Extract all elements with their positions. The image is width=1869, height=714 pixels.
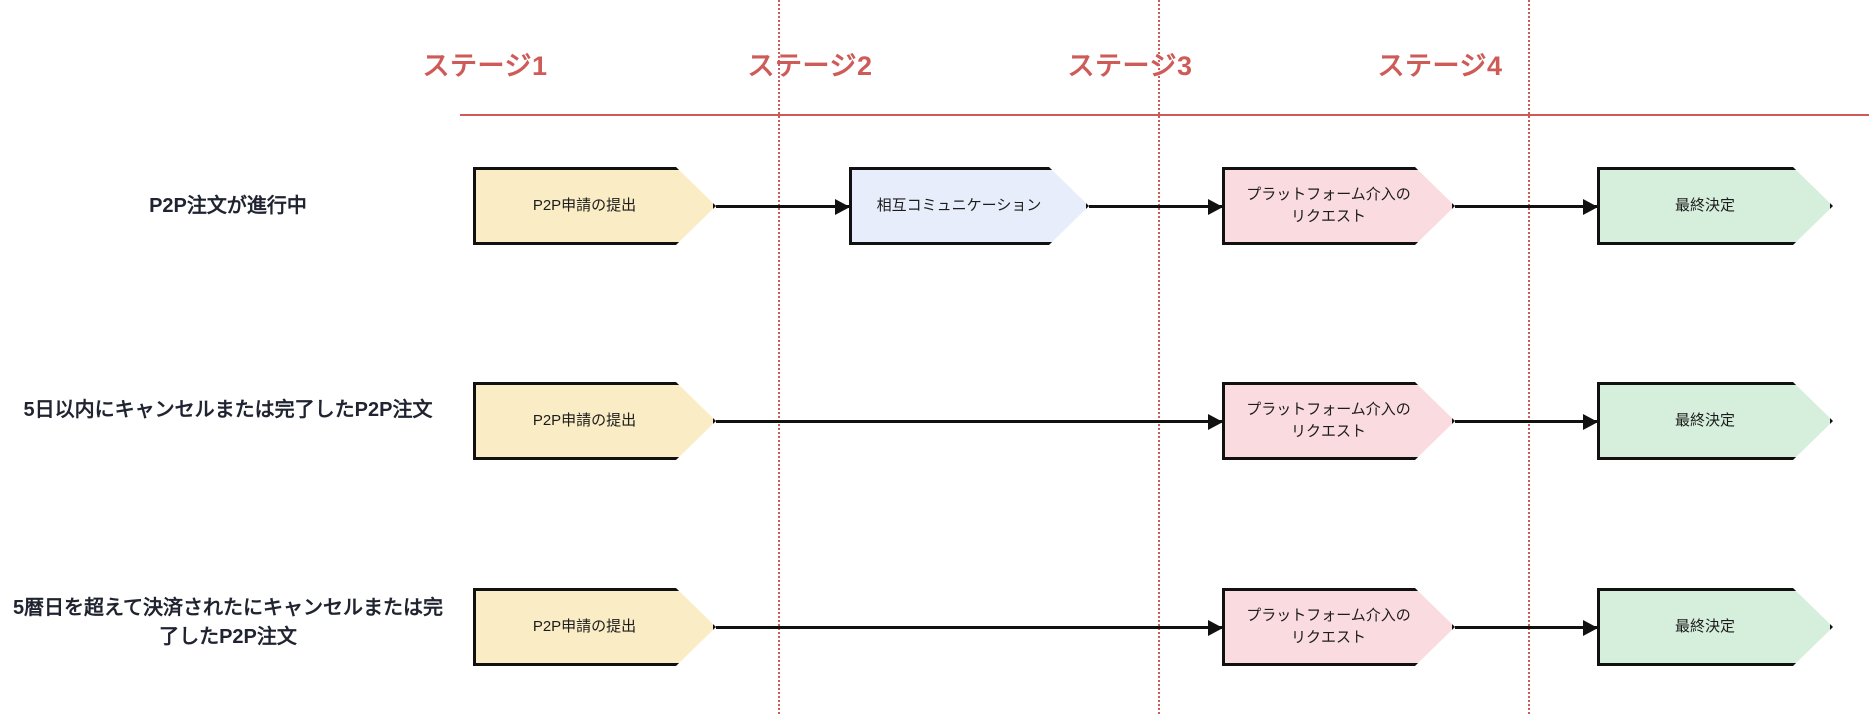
arrow-connector-r3-2 [1455,626,1597,629]
arrow-connector-r3-1 [716,626,1222,629]
stage-header-4: ステージ4 [1377,51,1503,81]
process-node-r1-s1[interactable]: P2P申請の提出 [473,167,716,245]
stage-divider-3 [1528,0,1530,714]
arrow-connector-r1-2 [1089,205,1222,208]
process-node-label: P2P申請の提出 [532,617,637,635]
process-node-label: 最終決定 [1674,617,1735,635]
stage-header-3: ステージ3 [1067,51,1193,81]
process-node-r1-s2[interactable]: 相互コミュニケーション [849,167,1089,245]
process-node-r3-s1[interactable]: P2P申請の提出 [473,588,716,666]
process-node-label: プラットフォーム介入のリクエスト [1246,606,1411,646]
process-node-label: 相互コミュニケーション [876,196,1042,214]
arrow-connector-r1-1 [716,205,849,208]
process-node-label: プラットフォーム介入のリクエスト [1246,185,1411,225]
row-label-1: P2P注文が進行中 [149,195,307,217]
process-node-label: プラットフォーム介入のリクエスト [1246,400,1411,440]
process-node-r2-s3[interactable]: 最終決定 [1597,382,1833,460]
process-node-label: 最終決定 [1674,411,1735,429]
stage-header-2: ステージ2 [747,51,873,81]
process-node-label: P2P申請の提出 [532,196,637,214]
stage-divider-1 [778,0,780,714]
arrow-connector-r1-3 [1455,205,1597,208]
process-node-label: P2P申請の提出 [532,411,637,429]
process-node-r2-s1[interactable]: P2P申請の提出 [473,382,716,460]
row-label-3: 5暦日を超えて決済されたにキャンセルまたは完了したP2P注文 [12,597,444,648]
process-node-r2-s2[interactable]: プラットフォーム介入のリクエスト [1222,382,1455,460]
process-node-label: 最終決定 [1674,196,1735,214]
process-node-r3-s3[interactable]: 最終決定 [1597,588,1833,666]
arrow-connector-r2-1 [716,420,1222,423]
stage-header-1: ステージ1 [422,51,548,81]
process-node-r3-s2[interactable]: プラットフォーム介入のリクエスト [1222,588,1455,666]
process-node-r1-s4[interactable]: 最終決定 [1597,167,1833,245]
row-label-2: 5日以内にキャンセルまたは完了したP2P注文 [23,399,433,421]
process-node-r1-s3[interactable]: プラットフォーム介入のリクエスト [1222,167,1455,245]
stage-divider-2 [1158,0,1160,714]
header-separator-rule [460,114,1869,116]
arrow-connector-r2-2 [1455,420,1597,423]
